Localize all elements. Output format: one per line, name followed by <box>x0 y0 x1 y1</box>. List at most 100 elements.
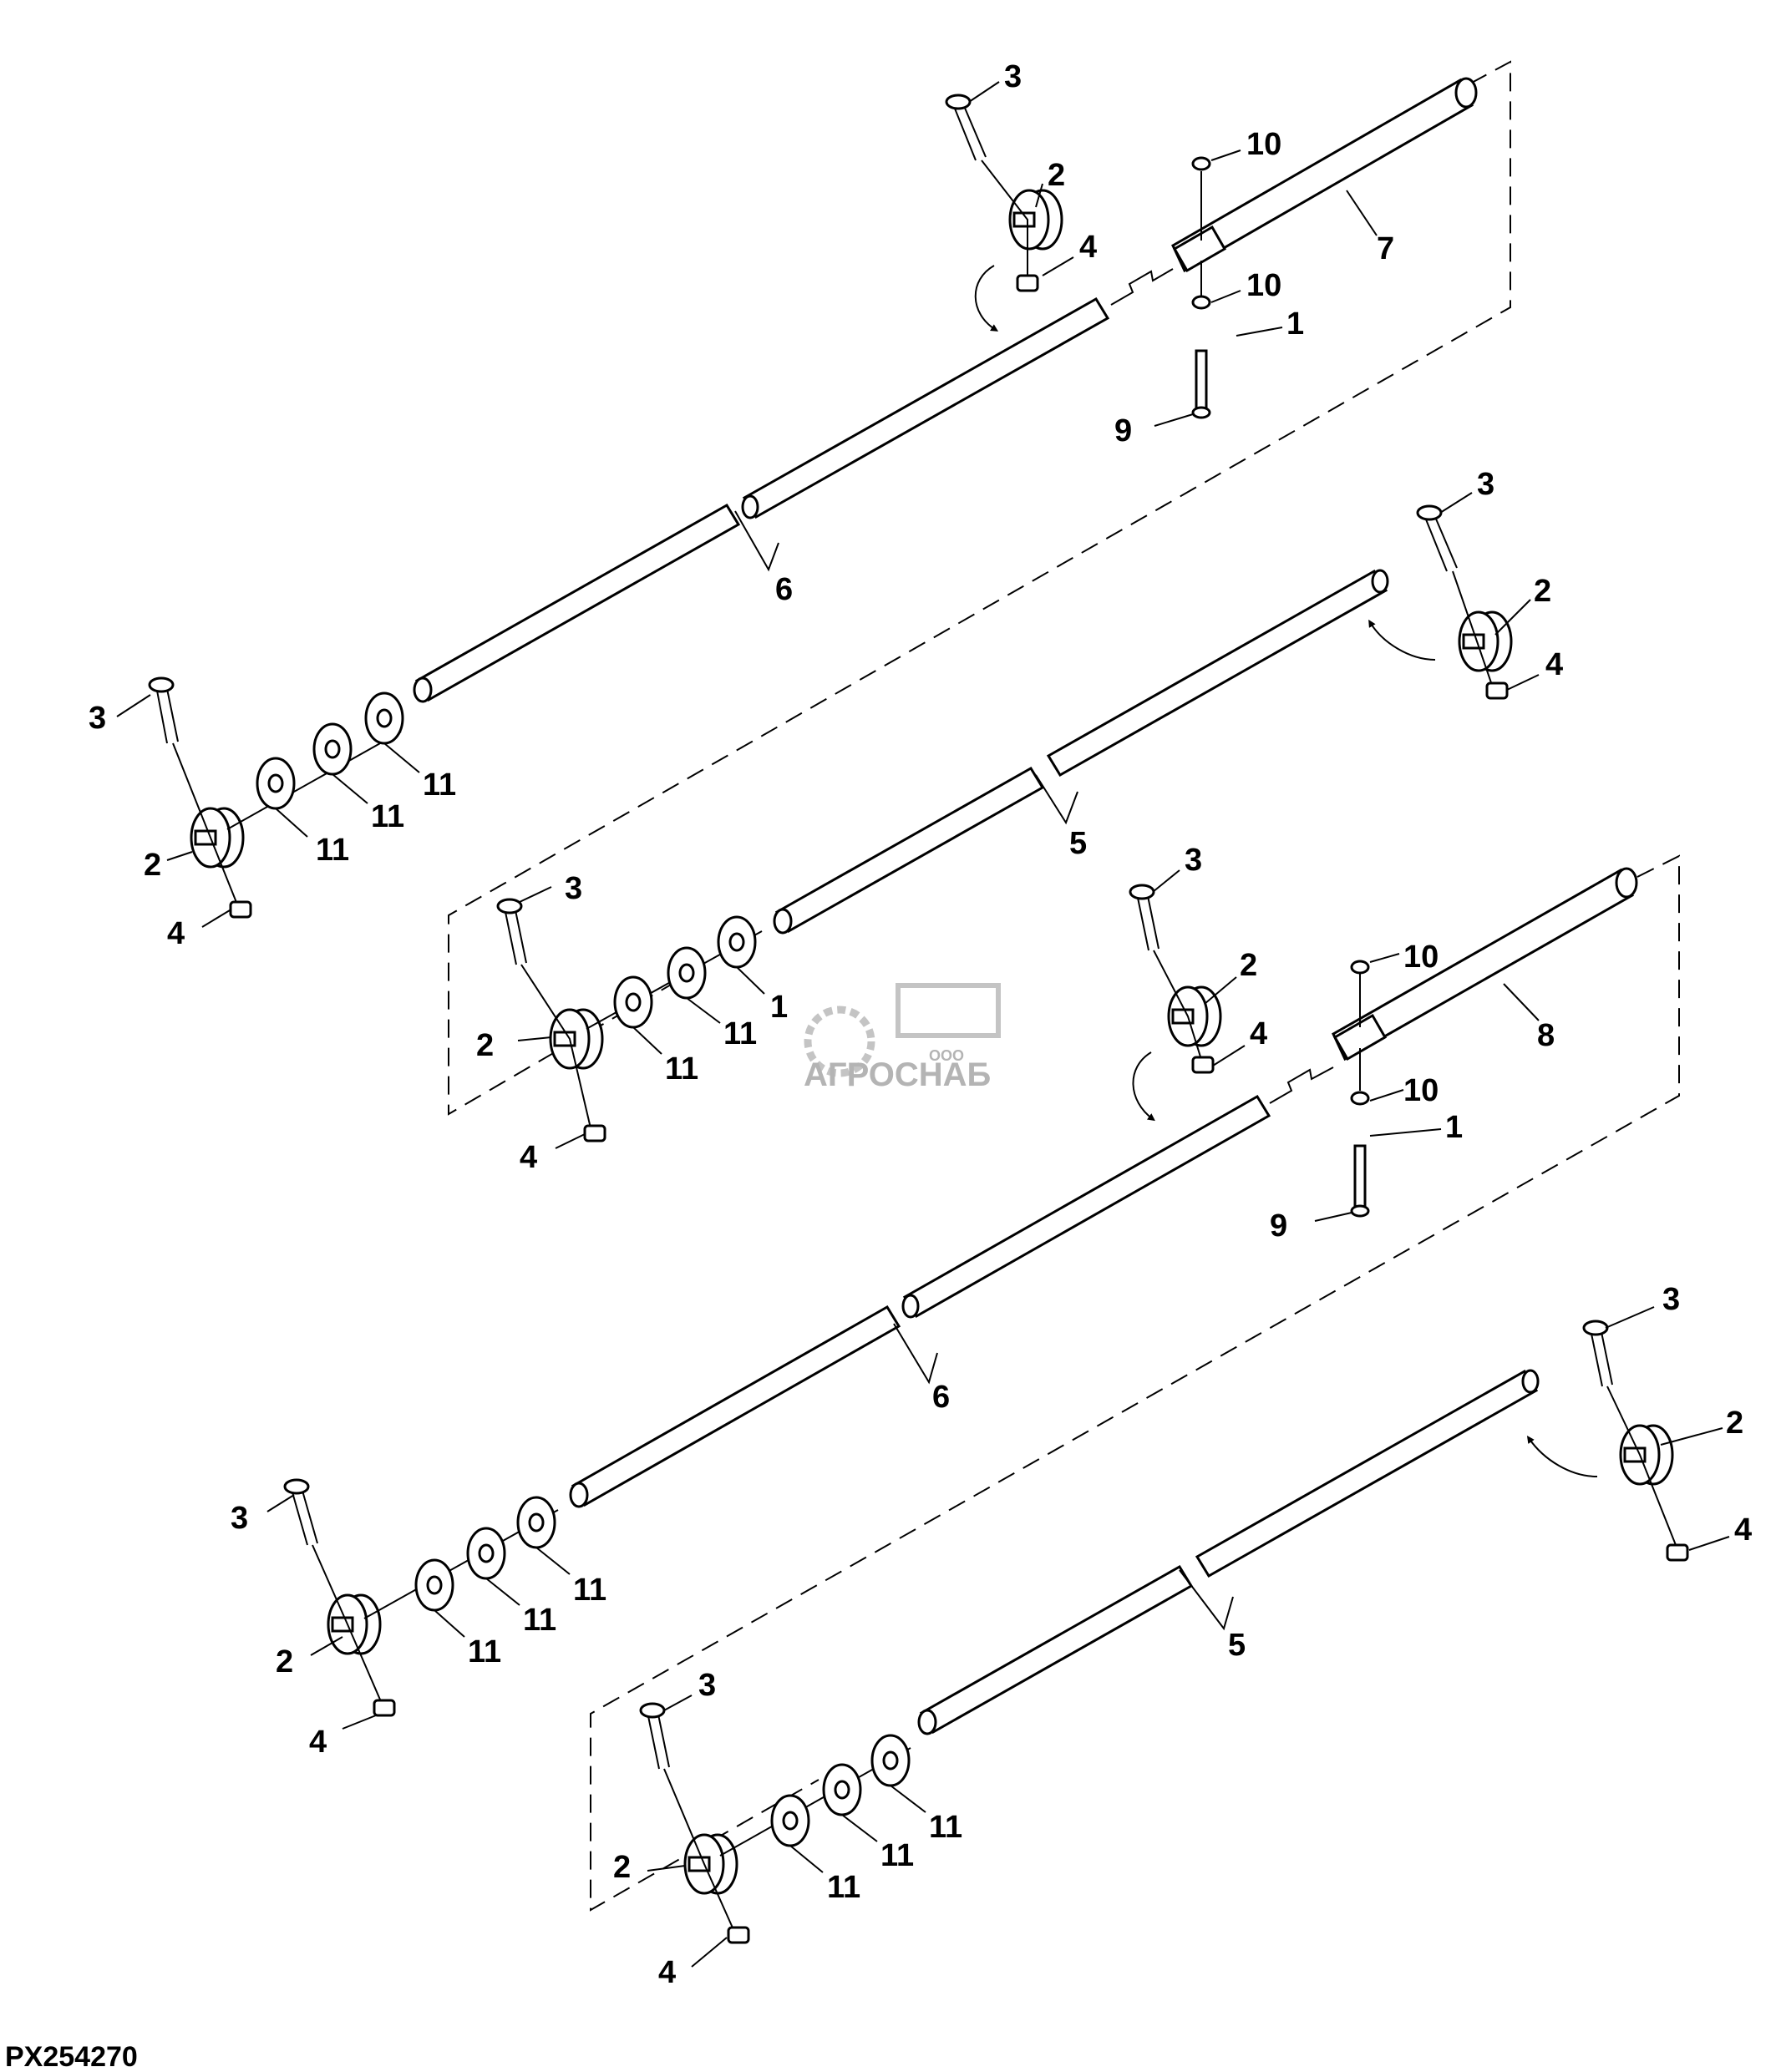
ring-10-b <box>1191 295 1211 310</box>
callout-label-2: 2 <box>476 1028 494 1063</box>
bearing-2-a <box>1008 189 1063 251</box>
callout-label-9: 9 <box>1114 413 1132 448</box>
diagram-code: PX254270 <box>5 2041 138 2072</box>
callout-label-4: 4 <box>309 1725 327 1760</box>
callout-label-2: 2 <box>276 1644 293 1679</box>
callout-label-3: 3 <box>1185 843 1202 878</box>
callout-label-11: 11 <box>929 1810 962 1845</box>
shaft-5-lower-left <box>919 1564 1194 1735</box>
shaft-tube-8-collar <box>1332 1013 1388 1061</box>
nut-4-b <box>1485 681 1509 700</box>
callout-label-3: 3 <box>1477 467 1494 502</box>
washers <box>226 692 911 1857</box>
shafts <box>413 296 1540 1735</box>
bolts <box>148 94 1678 1934</box>
shaft-tube-7-collar <box>1172 225 1227 273</box>
callout-label-4: 4 <box>167 916 185 951</box>
shaft-6-lower-right <box>902 1094 1271 1319</box>
watermark-brand-text: АГРОСНАБ <box>804 1056 991 1093</box>
bearing-2-f <box>1619 1424 1674 1486</box>
ring-10-a <box>1191 156 1211 171</box>
dashed-boundary-lower <box>590 854 1680 1912</box>
callout-label-4: 4 <box>1545 647 1563 682</box>
watermark-small-text: ООО <box>929 1047 964 1064</box>
ring-10-d <box>1350 1091 1370 1106</box>
shaft-5-lower-right-end <box>1521 1369 1540 1394</box>
nut-4-f <box>1666 1543 1689 1562</box>
callout-label-2: 2 <box>144 848 161 883</box>
callout-label-11: 11 <box>423 768 456 803</box>
callout-label-4: 4 <box>1079 230 1097 265</box>
callout-label-2: 2 <box>1240 948 1257 983</box>
bolt-3-h <box>639 1702 736 1934</box>
ring-10-c <box>1350 960 1370 975</box>
bearing-2-c <box>190 807 245 869</box>
callout-label-11: 11 <box>523 1603 556 1638</box>
callout-label-1: 1 <box>1445 1110 1463 1145</box>
callout-label-10: 10 <box>1403 940 1439 975</box>
callout-label-11: 11 <box>723 1016 757 1051</box>
shaft-5-upper-left <box>774 766 1045 934</box>
callout-label-7: 7 <box>1377 231 1394 266</box>
shaft-5-upper-right <box>1046 569 1388 778</box>
watermark: ООО АГРОСНАБ <box>804 983 1001 1093</box>
bearing-2-b <box>1458 610 1513 672</box>
bolt-3-e <box>1129 884 1204 1066</box>
rings-and-pins <box>1191 156 1370 1218</box>
shaft-6-lower-left-end <box>569 1482 589 1508</box>
callout-label-2: 2 <box>1048 158 1065 193</box>
callout-label-2: 2 <box>1726 1406 1743 1441</box>
shaft-tubes <box>1171 77 1638 1061</box>
callout-label-11: 11 <box>665 1051 698 1087</box>
callout-label-10: 10 <box>1246 268 1281 303</box>
shaft-6-upper-right-end <box>741 494 759 519</box>
shaft-6-upper-left-end <box>413 676 433 703</box>
callout-label-3: 3 <box>698 1668 716 1703</box>
callout-label-9: 9 <box>1270 1208 1287 1244</box>
callout-label-3: 3 <box>565 871 582 906</box>
dashed-boundary-upper <box>448 60 1511 1116</box>
callout-label-11: 11 <box>371 799 404 834</box>
nuts <box>229 274 1689 1944</box>
callout-label-11: 11 <box>880 1838 914 1873</box>
callout-label-11: 11 <box>827 1870 860 1905</box>
alignment-lines <box>1110 268 1334 1104</box>
callout-label-4: 4 <box>1734 1512 1752 1548</box>
bearing-2-g <box>327 1593 382 1655</box>
bolt-3-c <box>148 676 240 909</box>
callout-label-4: 4 <box>658 1955 676 1990</box>
callout-label-6: 6 <box>775 572 793 607</box>
callout-label-10: 10 <box>1403 1073 1439 1108</box>
pin-9-b <box>1353 1144 1367 1208</box>
shaft-tube-8-end <box>1615 867 1638 899</box>
callout-label-10: 10 <box>1246 127 1281 162</box>
bolt-3-f <box>1582 1320 1678 1550</box>
shaft-5-upper-right-end <box>1371 569 1389 594</box>
bolt-3-a <box>945 94 1028 276</box>
nut-4-c <box>229 900 252 919</box>
callout-label-11: 11 <box>468 1634 501 1669</box>
callout-label-2: 2 <box>613 1850 631 1885</box>
callout-label-5: 5 <box>1228 1628 1246 1663</box>
nut-4-e <box>1191 1056 1215 1074</box>
shaft-5-lower-left-end <box>917 1709 937 1735</box>
nut-4-h <box>727 1926 750 1944</box>
callout-label-5: 5 <box>1069 826 1087 861</box>
callout-label-11: 11 <box>316 833 349 868</box>
callout-label-3: 3 <box>231 1501 248 1536</box>
shaft-6-upper-right <box>742 296 1110 519</box>
flange-bearings <box>190 189 1674 1895</box>
callout-label-1: 1 <box>1286 306 1304 342</box>
shaft-5-lower-right <box>1195 1369 1539 1578</box>
bolt-3-d <box>496 898 592 1132</box>
shaft-6-lower-right-end <box>901 1294 920 1319</box>
assembly-boundaries <box>448 60 1680 1912</box>
callout-label-1: 1 <box>770 990 788 1025</box>
shaft-6-upper-left <box>414 503 741 702</box>
callout-label-6: 6 <box>932 1380 950 1415</box>
leader-lines <box>116 81 1730 1968</box>
callout-label-11: 11 <box>573 1573 606 1608</box>
bolt-3-b <box>1416 504 1496 696</box>
pin-9-a <box>1195 349 1208 411</box>
